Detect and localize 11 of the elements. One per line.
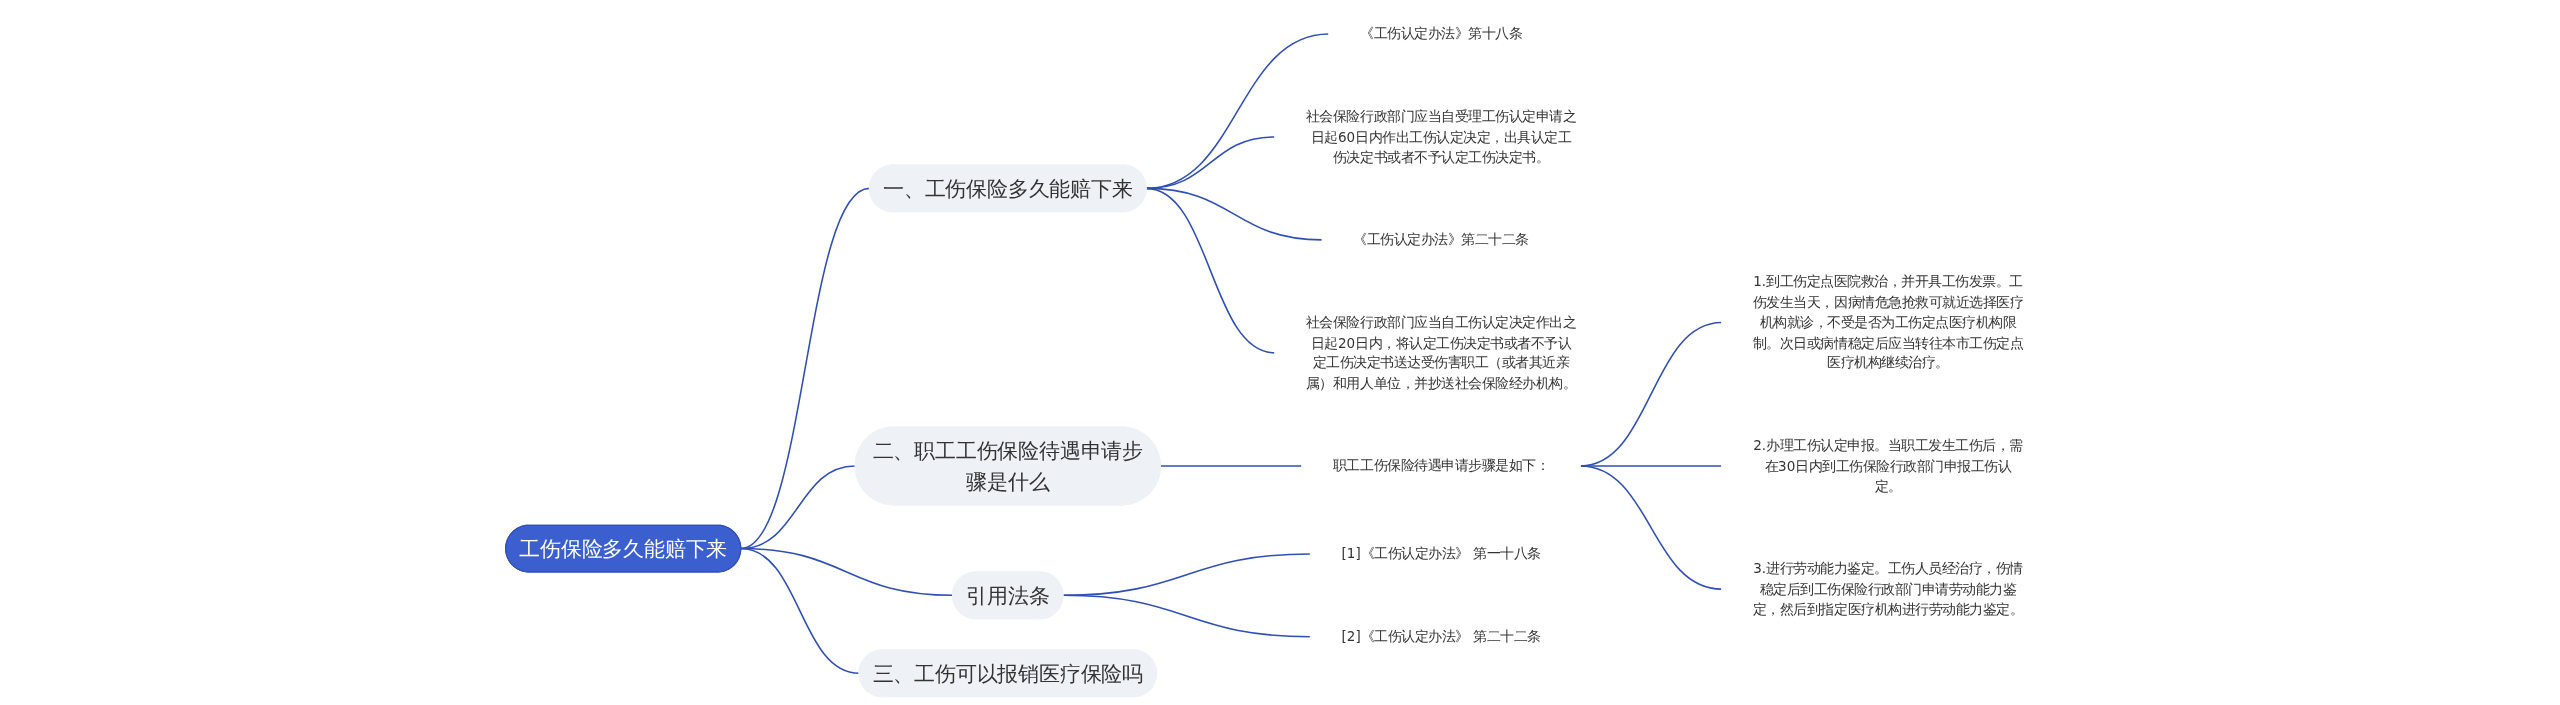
node-text: 职工工伤保险待遇申请步骤是如下： bbox=[1332, 457, 1550, 474]
node-text: [1]《工伤认定办法》 第一十八条 bbox=[1341, 545, 1541, 562]
node-text: 社会保险行政部门应当自工伤认定决定作出之日起20日内，将认定工伤决定书或者不予认定工伤决定书送达受伤害职工（或者其近亲属）和用人单位，并抄送社会保险经办机构。 bbox=[1305, 314, 1577, 391]
node-text: 社会保险行政部门应当自受理工伤认定申请之日起60日内作出工伤认定决定，出具认定工伤决定书或者不予认定工伤决定书。 bbox=[1305, 108, 1577, 165]
node-text: [2]《工伤认定办法》 第二十二条 bbox=[1341, 628, 1541, 645]
node-text: 《工伤认定办法》第十八条 bbox=[1360, 25, 1523, 42]
node-text: 3.进行劳动能力鉴定。工伤人员经治疗，伤情稳定后到工伤保险行政部门申请劳动能力鉴定，然后到指定医疗机构进行劳动能力鉴定。 bbox=[1752, 560, 2024, 617]
connector bbox=[740, 547, 860, 675]
node-text: 《工伤认定办法》第二十二条 bbox=[1353, 231, 1529, 248]
node-text: 1.到工伤定点医院救治，并开具工伤发票。工伤发生当天，因病情危急抢救可就近选择医疗机构就诊，不受是否为工伤定点医疗机构限制。次日或病情稳定后应当转往本市工伤定点医疗机构继续治疗。 bbox=[1752, 273, 2024, 371]
node-text: 2.办理工伤认定申报。当职工发生工伤后，需在30日内到工伤保险行政部门申报工伤认定。 bbox=[1753, 437, 2023, 494]
